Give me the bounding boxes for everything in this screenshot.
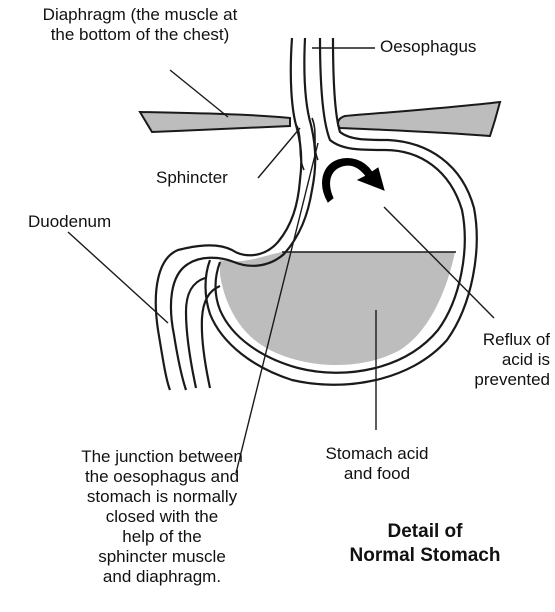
reflux-label-line-3: prevented	[440, 370, 550, 390]
stomach-acid-label-line-1: Stomach acid	[322, 444, 432, 464]
diaphragm-label-line-2: the bottom of the chest)	[2, 25, 278, 45]
junction-label-line-1: The junction between	[42, 447, 282, 467]
reflux-label-line-1: Reflux of	[440, 330, 550, 350]
leader-sphincter	[258, 128, 300, 178]
junction-label-line-7: and diaphragm.	[42, 567, 282, 587]
junction-label-line-3: stomach is normally	[42, 487, 282, 507]
sphincter-label: Sphincter	[156, 168, 228, 188]
stomach-acid-label-line-2: and food	[322, 464, 432, 484]
junction-label-line-6: sphincter muscle	[42, 547, 282, 567]
junction-label-line-2: the oesophagus and	[42, 467, 282, 487]
leader-duodenum	[68, 232, 168, 323]
reflux-label-line-2: acid is	[440, 350, 550, 370]
junction-label-line-4: closed with the	[42, 507, 282, 527]
junction-label: The junction between the oesophagus and …	[42, 447, 282, 587]
leader-diaphragm	[170, 70, 228, 117]
diaphragm-label-line-1: Diaphragm (the muscle at	[2, 5, 278, 25]
diaphragm-right	[338, 102, 500, 136]
reflux-label: Reflux of acid is prevented	[440, 330, 550, 390]
diaphragm-label: Diaphragm (the muscle at the bottom of t…	[2, 5, 278, 45]
diagram-title-line-1: Detail of	[306, 520, 544, 544]
reflux-arrow-icon	[323, 159, 384, 203]
oesophagus-label: Oesophagus	[380, 37, 476, 57]
diagram-title-line-2: Normal Stomach	[306, 544, 544, 568]
duodenum-label: Duodenum	[28, 212, 111, 232]
junction-label-line-5: help of the	[42, 527, 282, 547]
diaphragm-left	[140, 112, 290, 132]
diagram-title: Detail of Normal Stomach	[306, 520, 544, 568]
stomach-acid-label: Stomach acid and food	[322, 444, 432, 484]
